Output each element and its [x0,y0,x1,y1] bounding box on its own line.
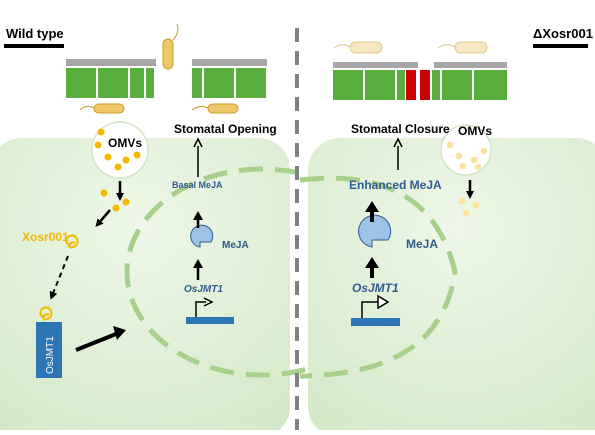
omv-dot [112,204,120,212]
left-bacterium-lower-1 [79,103,125,114]
left-promoter-arrow-icon [195,301,206,317]
guard-cell [333,70,363,100]
left-promoter-arrowhead [203,297,214,307]
omv-dot [100,189,108,197]
arrowhead [193,211,203,220]
guard-cell [236,68,266,98]
omv-dot [122,156,130,164]
omv-dot [133,151,141,159]
omv-dot-light [459,162,467,170]
stomatal-closure-label: Stomatal Closure [351,122,450,136]
left-title-underline [4,44,64,48]
arrowhead [193,137,203,148]
osjmt1-to-nucleus-arrow [75,332,117,352]
guard-cell [192,68,202,98]
guard-cell [204,68,234,98]
gray-bar [192,59,267,66]
right-promoter-arrowhead [377,294,390,310]
guard-cell [365,70,395,100]
osjmt1-protein-box [36,322,62,378]
left-panel: Wild type OMVs [0,23,400,435]
stomatal-opening-label: Stomatal Opening [174,122,277,136]
omv-dot-light [470,156,478,164]
guard-cell [146,68,154,98]
omv-dot-light [462,209,470,217]
right-title-underline [533,44,588,48]
left-meja-label: MeJA [222,240,249,251]
closure-red-cell [406,70,416,100]
arrowhead [193,259,203,268]
guard-cell [98,68,128,98]
guard-cell [442,70,472,100]
omv-dot [122,198,130,206]
omv-dot [104,153,112,161]
right-omvs-label: OMVs [458,124,492,138]
xosr001-protein-icon [65,234,79,249]
gray-bar [66,59,156,66]
basal-meja-label: Basal MeJA [172,180,223,190]
gray-bar [333,62,418,68]
guard-cell [130,68,144,98]
arrowhead [113,326,126,340]
omv-dot-light [458,197,466,205]
left-bacterium-vertical [162,23,179,70]
guard-cell [474,70,507,100]
omv-dot-light [446,141,454,149]
bound-xosr001-icon [39,306,53,321]
omv-dot [97,128,105,136]
right-gene-label: OsJMT1 [352,281,399,295]
right-gene-bar [351,318,400,326]
right-omv-vesicle [440,124,492,176]
left-stoma [66,59,267,98]
to-xosr001-arrow [95,209,111,228]
omv-dot-light [480,147,488,155]
osjmt1-protein-label: OsJMT1 [45,336,56,374]
left-cell [0,138,290,435]
left-bacterium-lower-2 [191,103,239,114]
arrowhead [365,201,379,212]
right-stoma [333,62,507,100]
right-bacterium-2 [437,41,488,54]
enhanced-meja-label: Enhanced MeJA [349,178,442,192]
left-omvs-label: OMVs [108,136,142,150]
left-omv-vesicle [91,121,149,179]
omv-dot-light [472,201,480,209]
left-panel-title: Wild type [6,26,64,41]
left-meja-icon [190,224,214,248]
arrowhead [393,137,403,148]
gray-bar [434,62,507,68]
omv-dot [114,163,122,171]
right-cell [308,138,595,435]
right-bacterium-1 [333,41,383,54]
guard-cell [66,68,96,98]
omv-dot-light [455,152,463,160]
arrowhead [365,257,379,268]
right-nucleus [299,175,458,379]
omv-dot-light [474,163,482,171]
right-promoter-arrow-icon [361,301,382,318]
omv-dot [94,141,102,149]
guard-cell [432,70,440,100]
right-panel: ΔXosr001 OMVs [299,26,595,435]
left-gene-label: OsJMT1 [184,284,223,295]
guard-cell [397,70,405,100]
right-meja-label: MeJA [406,237,438,251]
left-gene-bar [186,317,234,324]
closure-red-cell [420,70,430,100]
xosr001-label: Xosr001 [22,230,69,244]
right-panel-title: ΔXosr001 [533,26,593,41]
xosr001-binding-arrow [49,255,69,300]
